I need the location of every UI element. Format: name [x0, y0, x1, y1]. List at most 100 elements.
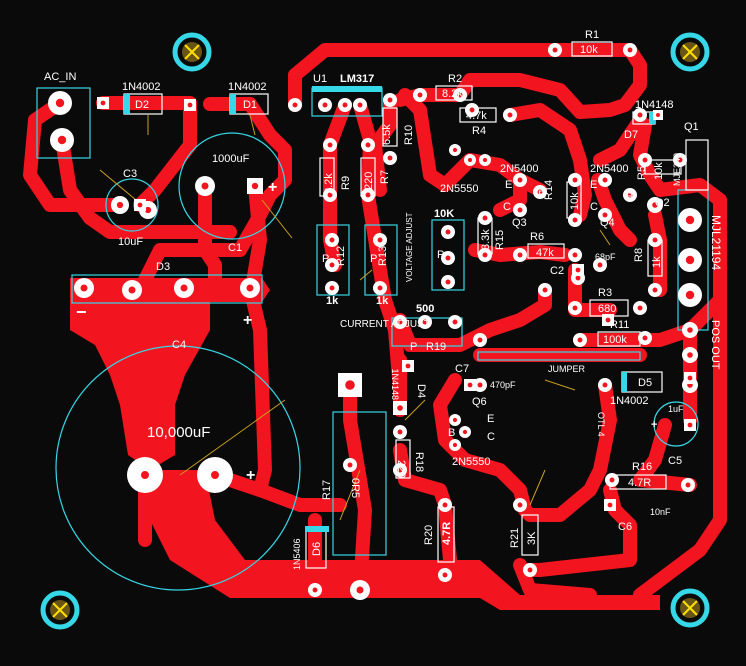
- pad-hole: [517, 177, 523, 183]
- r12-ref-label: R12: [335, 246, 347, 266]
- trace-q6: [433, 373, 532, 517]
- r11-value-label: 100k: [603, 334, 627, 346]
- c7-ref-label: C7: [455, 363, 469, 375]
- r10-ref-label: R10: [403, 125, 415, 145]
- mounting-hole-top-left: [172, 32, 212, 72]
- mounting-hole-bottom-left: [40, 590, 80, 630]
- voltage-adjust-label: VOLTAGE ADJUST: [405, 212, 414, 282]
- q5-part-label: 2N5550: [440, 183, 479, 195]
- r7-ref-label: R7: [379, 170, 391, 184]
- c4-ref-label: C4: [172, 339, 186, 351]
- pad-hole: [469, 107, 475, 113]
- pad-hole: [246, 284, 254, 292]
- r19-pot-mark: P: [410, 341, 417, 353]
- current-adjust-label: CURRENT ADJUST: [340, 319, 430, 330]
- r13-outline: [364, 224, 398, 296]
- q1-ref-label: Q1: [684, 121, 699, 133]
- d7-ref-label: D7: [624, 129, 638, 141]
- r21-ref-label: R21: [509, 528, 521, 548]
- pad-hole: [517, 207, 523, 213]
- pad-hole: [397, 319, 403, 325]
- d5-part-label: 1N4002: [610, 395, 649, 407]
- pad-hole: [397, 429, 403, 435]
- pad-hole: [652, 237, 658, 243]
- trace-r21: [513, 558, 597, 602]
- c5-ref-label: C5: [668, 455, 682, 467]
- r1-body: [571, 41, 613, 57]
- r2-body: [435, 85, 473, 101]
- q4-pin-c: C: [590, 201, 598, 213]
- otl-label: OTL 4: [596, 412, 606, 437]
- pad-hole: [329, 237, 335, 243]
- r12-value-label: 1k: [326, 295, 339, 307]
- pad-hole: [387, 155, 393, 161]
- pad-hole: [452, 442, 458, 448]
- pad-hole: [445, 255, 451, 261]
- pad-hole: [365, 142, 371, 148]
- pad-hole: [637, 305, 643, 311]
- r4-ref-label: R4: [472, 125, 486, 137]
- trace-q1-q2: [648, 208, 667, 297]
- trace-c5-r16: [633, 418, 697, 492]
- pad-hole: [347, 462, 353, 468]
- copper-pour-negative: [70, 278, 270, 470]
- trace-main-rail: [243, 281, 272, 497]
- copper-layer: [23, 43, 727, 610]
- pad-hole: [356, 586, 364, 594]
- pad-hole: [327, 192, 333, 198]
- pad-hole: [462, 429, 468, 435]
- d4-part-label: 1N4148: [390, 368, 400, 400]
- r12-outline: [316, 224, 350, 296]
- trace-r20: [438, 498, 457, 567]
- pads-layer: [48, 43, 702, 600]
- r16-value-label: 4.7R: [628, 477, 651, 489]
- q3-pin-c: C: [503, 201, 511, 213]
- r1-ref-label: R1: [585, 29, 599, 41]
- pad-hole: [357, 102, 363, 108]
- r14-value-label: 10k: [569, 192, 581, 210]
- pad-hole: [605, 317, 611, 323]
- r4-value-label: 4.7k: [466, 110, 487, 122]
- pad-hole: [405, 363, 411, 369]
- pad-hole: [292, 102, 298, 108]
- d4-ref-label: D4: [415, 384, 427, 398]
- pad-hole: [251, 182, 259, 190]
- c2-value-label: 68pF: [595, 252, 616, 262]
- r18-body: [395, 439, 411, 479]
- pad-hole: [642, 335, 648, 341]
- pad-hole: [572, 305, 578, 311]
- r9-value-label: 2.2k: [323, 173, 335, 194]
- r15-ref-label: R15: [494, 230, 506, 250]
- pad-hole: [467, 157, 473, 163]
- pad-hole: [607, 502, 613, 508]
- c2-ref-label: C2: [550, 265, 564, 277]
- pad-hole: [652, 202, 658, 208]
- pad-hole: [312, 587, 318, 593]
- r20-ref-label: R20: [423, 525, 435, 545]
- mounting-hole-top-right: [670, 32, 710, 72]
- pad-hole: [329, 262, 335, 268]
- pad-hole: [467, 382, 473, 388]
- pad-hole: [642, 157, 648, 163]
- pad-hole: [141, 471, 149, 479]
- r13-pot-mark: P: [370, 253, 377, 265]
- r16-ref-label: R16: [632, 461, 652, 473]
- u1-ref-label: U1: [313, 73, 327, 85]
- c1-ref-label: C1: [228, 242, 242, 254]
- d6-part-label: 1N5406: [292, 538, 302, 570]
- r19-value-label: 500: [416, 303, 434, 315]
- silkscreen-text: AC_IN 1N4002 D2 1N4002 D1 1000uF C1 C3 1…: [44, 29, 723, 570]
- mounting-hole-bottom-right: [670, 588, 710, 628]
- q6-pin-c: C: [487, 431, 495, 443]
- jumper-outline: [477, 351, 641, 361]
- pad-hole: [201, 182, 209, 190]
- r11-ref-label: R11: [610, 319, 629, 331]
- trace-right-down: [633, 293, 727, 602]
- r9-ref-label: R9: [340, 176, 352, 190]
- pad-hole: [57, 135, 67, 145]
- c3-outline: [105, 178, 159, 232]
- pad-hole: [422, 319, 428, 325]
- diode-bands: [124, 86, 655, 532]
- c4-value-label: 10,000uF: [147, 424, 210, 441]
